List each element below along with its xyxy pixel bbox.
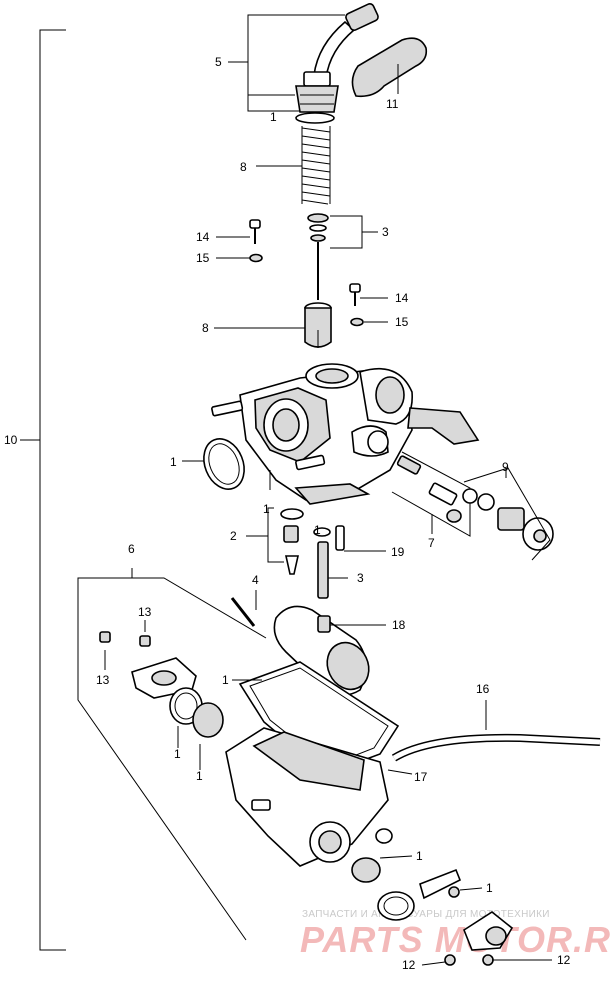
callout-16: 16 [476, 682, 490, 696]
callout-18: 18 [392, 618, 406, 632]
callout-4: 4 [252, 573, 259, 587]
callout-3-a: 3 [382, 225, 389, 239]
part-needle-jet [313, 525, 386, 599]
callout-12-b: 12 [557, 953, 571, 967]
callout-12-a: 12 [402, 958, 416, 972]
callout-1-a: 1 [270, 110, 277, 124]
callout-1-f: 1 [174, 747, 181, 761]
callout-1-c: 1 [263, 502, 270, 516]
part-o-ring-intake [182, 438, 245, 490]
callout-1-i: 1 [486, 881, 493, 895]
callout-9: 9 [502, 460, 509, 474]
callout-15-a: 15 [196, 251, 210, 265]
callout-1-g: 1 [196, 769, 203, 783]
bracket-6 [77, 568, 267, 941]
part-main-jet-set [246, 507, 304, 575]
callout-2: 2 [230, 529, 237, 543]
callout-1-b: 1 [170, 455, 177, 469]
part-carburetor-body [211, 363, 480, 505]
callout-17: 17 [414, 770, 428, 784]
callout-8-b: 8 [202, 321, 209, 335]
part-screws-13 [99, 620, 151, 670]
part-float-pin [230, 590, 257, 627]
part-cover-plate [131, 657, 224, 770]
callout-5: 5 [215, 55, 222, 69]
callout-3-b: 3 [357, 571, 364, 585]
part-throttle-valve [214, 302, 332, 348]
part-throttle-cable-adjuster [228, 3, 379, 124]
part-throttle-valve-spring [256, 126, 331, 205]
callout-6: 6 [128, 542, 135, 556]
watermark-tagline: ЗАПЧАСТИ И АКСЕССУАРЫ ДЛЯ МОТОТЕХНИКИ [302, 909, 550, 920]
callout-1-d: 1 [314, 523, 321, 537]
part-float [273, 605, 386, 696]
part-pilot-screw-set [391, 451, 471, 537]
callout-13-b: 13 [96, 673, 110, 687]
callout-19: 19 [391, 545, 405, 559]
callout-8-a: 8 [240, 160, 247, 174]
callout-1-h: 1 [416, 849, 423, 863]
callout-numbers: 5 1 11 8 14 15 3 14 15 8 10 1 9 1 2 7 1 … [4, 55, 571, 972]
part-cable-boot [351, 37, 428, 98]
callout-10: 10 [4, 433, 18, 447]
part-screw-washer-left [216, 219, 263, 263]
callout-13-a: 13 [138, 605, 152, 619]
callout-11: 11 [386, 97, 399, 111]
part-screw-washer-right [349, 283, 388, 327]
bracket-10 [20, 29, 66, 951]
watermark-logo: PARTS MOTOR.RU [300, 919, 612, 960]
callout-1-e: 1 [222, 673, 229, 687]
callout-14-b: 14 [395, 291, 409, 305]
part-float-chamber-gasket [232, 661, 400, 775]
part-air-screw-set [462, 467, 554, 561]
callout-7: 7 [428, 536, 435, 550]
part-drain-valve [351, 855, 552, 966]
watermark: ЗАПЧАСТИ И АКСЕССУАРЫ ДЛЯ МОТОТЕХНИКИ PA… [300, 909, 612, 960]
callout-15-b: 15 [395, 315, 409, 329]
part-overflow-tube [391, 700, 601, 762]
part-jet-needle-set [307, 213, 378, 300]
callout-14-a: 14 [196, 230, 210, 244]
part-float-chamber [225, 727, 413, 867]
